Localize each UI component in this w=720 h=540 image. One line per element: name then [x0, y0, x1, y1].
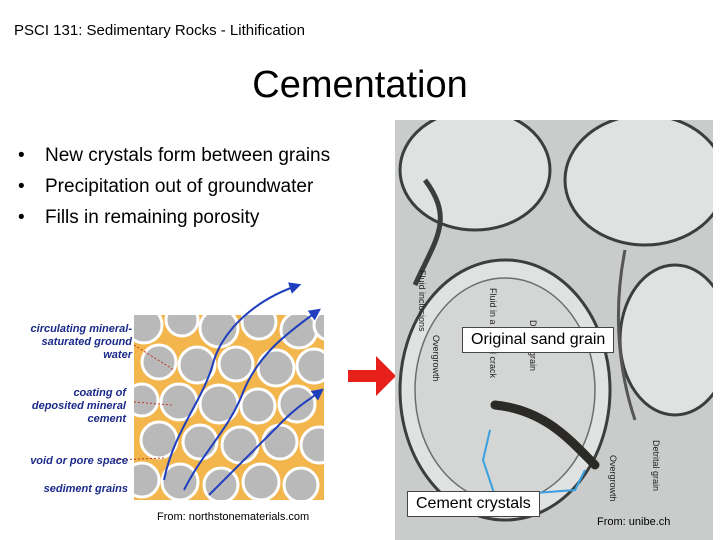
svg-text:Detrital grain: Detrital grain — [651, 440, 661, 491]
label-void: void or pore space — [30, 455, 128, 467]
original-grain-label: Original sand grain — [462, 327, 615, 353]
bullet-text: Fills in remaining porosity — [45, 207, 260, 228]
bullet-marker: • — [18, 145, 25, 166]
groundwater-flow-arrows — [163, 282, 324, 496]
bullet-marker: • — [18, 176, 25, 197]
label-sediment: sediment grains — [44, 483, 128, 495]
slide-title-text: Cementation — [252, 64, 468, 106]
course-header: PSCI 131: Sedimentary Rocks - Lithificat… — [14, 22, 305, 39]
bullet-item: • Precipitation out of groundwater — [18, 171, 330, 202]
diagram-source: From: northstonematerials.com — [157, 511, 310, 523]
svg-text:Fluid inclusions: Fluid inclusions — [417, 270, 427, 332]
bullet-list: • New crystals form between grains • Preci… — [18, 140, 330, 233]
bullet-text: New crystals form between grains — [45, 145, 331, 166]
bullet-item: • New crystals form between grains — [18, 140, 330, 171]
bullet-item: • Fills in remaining porosity — [18, 202, 330, 233]
right-arrow-icon — [348, 356, 396, 396]
bullet-text: Precipitation out of groundwater — [45, 176, 314, 197]
micrograph-source: From: unibe.ch — [597, 516, 671, 528]
leader-lines — [113, 344, 175, 461]
bullet-marker: • — [18, 207, 25, 228]
svg-text:Overgrowth: Overgrowth — [608, 455, 618, 502]
grain-field — [134, 315, 324, 500]
svg-text:Overgrowth: Overgrowth — [431, 335, 441, 382]
sediment-grains — [134, 315, 324, 500]
cement-crystals-label: Cement crystals — [407, 491, 540, 517]
slide-title: Cementation — [0, 64, 720, 107]
